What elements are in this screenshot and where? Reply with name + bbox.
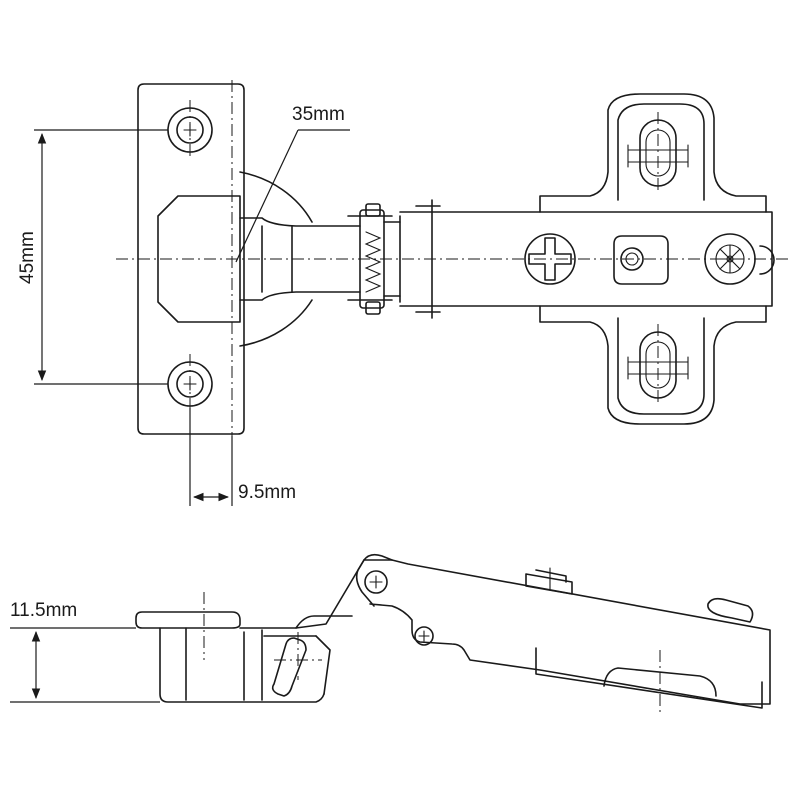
dimension-edge-offset: 9.5mm [189,408,296,506]
pivot-slot [271,632,322,697]
cup-outline [239,171,313,347]
hinge-neck [239,217,361,301]
hinge-link [239,553,393,629]
dimension-cup-depth: 11.5mm [10,600,160,703]
adjustment-slot-bottom [627,324,689,406]
cup-diameter-label: 35mm [292,104,345,125]
cup-side [135,592,325,703]
mounting-base [539,93,767,425]
cam-screw-icon [613,235,669,285]
arm-screw-icon [525,567,573,595]
pivot-pin-upper [364,570,388,594]
top-view: 35mm 45mm 9.5mm [17,80,792,506]
edge-offset-label: 9.5mm [238,482,296,503]
hinge-arm-side [363,559,771,705]
hole-spacing-label: 45mm [17,231,38,284]
dimension-hole-spacing: 45mm [17,129,168,385]
mounting-base-side [535,647,763,716]
cross-screw-icon [524,233,576,285]
spring [347,203,401,315]
cup-depth-label: 11.5mm [10,600,77,621]
adjustment-screw-icon [707,597,754,623]
side-view: 11.5mm [10,553,771,716]
dimension-cup-diameter: 35mm [235,104,350,263]
pivot-pin-lower [414,626,434,646]
adjustment-slot-top [627,112,689,194]
cup-plate [137,80,245,440]
